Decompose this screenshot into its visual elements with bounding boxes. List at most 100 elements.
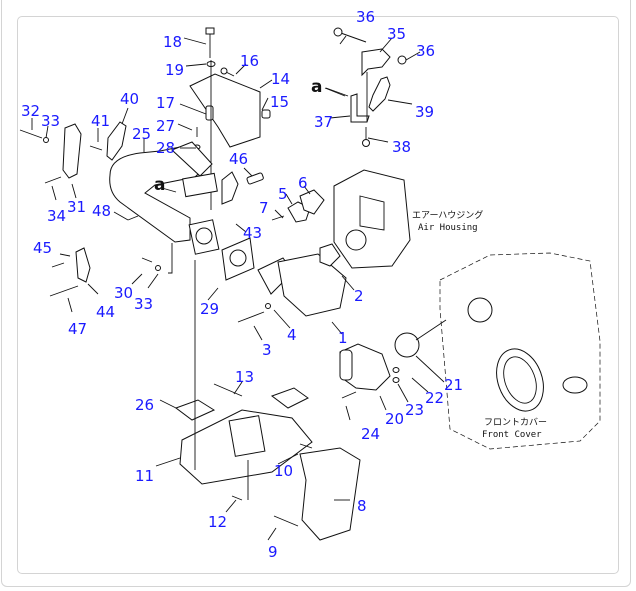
clamps-left bbox=[19, 121, 264, 297]
callout-26[interactable]: 26 bbox=[135, 396, 154, 414]
callout-34[interactable]: 34 bbox=[47, 207, 66, 225]
callout-35[interactable]: 35 bbox=[387, 25, 406, 43]
bolt-9 bbox=[273, 515, 299, 527]
nut-36 bbox=[397, 55, 407, 65]
callout-41[interactable]: 40 bbox=[120, 90, 139, 108]
clamp-43 bbox=[221, 171, 239, 205]
callout-labels: 18 19 16 14 15 17 27 28 25 40 41 32 33 3… bbox=[21, 8, 463, 561]
callout-23[interactable]: 23 bbox=[405, 401, 424, 419]
bolt-48 bbox=[127, 215, 139, 221]
callout-1[interactable]: 1 bbox=[338, 329, 348, 347]
callout-44[interactable]: 44 bbox=[96, 303, 115, 321]
front-cover-caption-jp: フロントカバー bbox=[484, 417, 547, 428]
callout-5[interactable]: 5 bbox=[278, 185, 288, 203]
callout-45[interactable]: 45 bbox=[33, 239, 52, 257]
bracket-38 bbox=[350, 93, 370, 123]
leader-lines bbox=[31, 35, 445, 541]
gasket-6 bbox=[299, 189, 325, 215]
valve-20 bbox=[339, 343, 391, 399]
callout-27[interactable]: 27 bbox=[156, 117, 175, 135]
o-ring-22 bbox=[392, 367, 400, 373]
callout-10[interactable]: 10 bbox=[274, 462, 293, 480]
callout-31[interactable]: 30 bbox=[114, 284, 133, 302]
air-housing-caption-en: Air Housing bbox=[418, 223, 478, 233]
callout-38[interactable]: 37 bbox=[314, 113, 333, 131]
air-housing: エアーハウジング Air Housing bbox=[333, 169, 483, 269]
washer-33 bbox=[43, 137, 49, 143]
callout-28[interactable]: 28 bbox=[156, 139, 175, 157]
callout-40[interactable]: 39 bbox=[415, 103, 434, 121]
bolt-47 bbox=[49, 285, 79, 297]
bolt-42 bbox=[89, 145, 103, 151]
elbow-flange bbox=[182, 172, 218, 198]
view-marker-a-bracket: a bbox=[311, 77, 322, 97]
cooler-assembly bbox=[174, 383, 361, 541]
gasket-2 bbox=[319, 243, 341, 267]
bolt-10 bbox=[299, 443, 313, 449]
bolt-31 bbox=[141, 257, 153, 263]
callout-36[interactable]: 36 bbox=[416, 42, 435, 60]
spacer-17 bbox=[205, 105, 214, 121]
callout-6[interactable]: 6 bbox=[298, 174, 308, 192]
callout-16[interactable]: 16 bbox=[240, 52, 259, 70]
callout-43[interactable]: 43 bbox=[243, 224, 262, 242]
callout-18[interactable]: 18 bbox=[163, 33, 182, 51]
o-ring-23 bbox=[392, 377, 400, 383]
callout-37[interactable]: 36 bbox=[356, 8, 375, 26]
bracket-assembly-top-right bbox=[325, 27, 407, 147]
callout-17[interactable]: 17 bbox=[156, 94, 175, 112]
callout-29[interactable]: 29 bbox=[200, 300, 219, 318]
bolt-12 bbox=[231, 495, 243, 501]
callout-8[interactable]: 8 bbox=[357, 497, 367, 515]
callout-39[interactable]: 38 bbox=[392, 138, 411, 156]
bolt-24 bbox=[341, 391, 357, 399]
callout-11[interactable]: 11 bbox=[135, 467, 154, 485]
intake-pipe-25 bbox=[109, 141, 220, 255]
callout-7[interactable]: 7 bbox=[259, 199, 269, 217]
callout-33-top[interactable]: 33 bbox=[41, 112, 60, 130]
callout-33-bottom[interactable]: 33 bbox=[134, 295, 153, 313]
callout-42[interactable]: 41 bbox=[91, 112, 110, 130]
gaskets-and-actuator bbox=[221, 189, 347, 323]
callout-15[interactable]: 15 bbox=[270, 93, 289, 111]
o-ring-21 bbox=[394, 332, 420, 358]
bellows-hose bbox=[171, 141, 213, 177]
callout-46[interactable]: 46 bbox=[229, 150, 248, 168]
callout-9[interactable]: 9 bbox=[268, 543, 278, 561]
bolt-13 bbox=[213, 383, 243, 397]
clamp-30 bbox=[62, 123, 82, 179]
callout-47[interactable]: 47 bbox=[68, 320, 87, 338]
callout-25[interactable]: 25 bbox=[132, 125, 151, 143]
actuator-1 bbox=[277, 253, 347, 317]
cover-14 bbox=[189, 73, 261, 148]
bolt-32 bbox=[19, 129, 43, 139]
bolt-3 bbox=[237, 311, 265, 323]
front-cover: フロントカバー Front Cover bbox=[392, 252, 601, 450]
clamp-41 bbox=[106, 121, 127, 161]
callout-48[interactable]: 48 bbox=[92, 202, 111, 220]
callout-4[interactable]: 4 bbox=[287, 326, 297, 344]
callout-13[interactable]: 13 bbox=[235, 368, 254, 386]
callout-32[interactable]: 32 bbox=[21, 102, 40, 120]
callout-30[interactable]: 31 bbox=[67, 198, 86, 216]
front-cover-caption-en: Front Cover bbox=[482, 430, 542, 440]
callout-20[interactable]: 20 bbox=[385, 410, 404, 428]
bolt-37 bbox=[337, 31, 367, 43]
callout-2[interactable]: 2 bbox=[354, 287, 364, 305]
callout-22[interactable]: 22 bbox=[425, 389, 444, 407]
washer-33b bbox=[155, 265, 161, 271]
callout-14[interactable]: 14 bbox=[271, 70, 290, 88]
callout-12[interactable]: 12 bbox=[208, 513, 227, 531]
callout-19[interactable]: 19 bbox=[165, 61, 184, 79]
callout-3[interactable]: 3 bbox=[262, 341, 272, 359]
washer-4 bbox=[265, 303, 271, 309]
bolt-45 bbox=[51, 262, 65, 268]
collar-15 bbox=[261, 109, 271, 119]
air-housing-caption-jp: エアーハウジング bbox=[412, 209, 483, 221]
bolt-34 bbox=[44, 176, 62, 184]
callout-21[interactable]: 21 bbox=[444, 376, 463, 394]
callout-24[interactable]: 24 bbox=[361, 425, 380, 443]
bracket-40 bbox=[368, 76, 391, 112]
